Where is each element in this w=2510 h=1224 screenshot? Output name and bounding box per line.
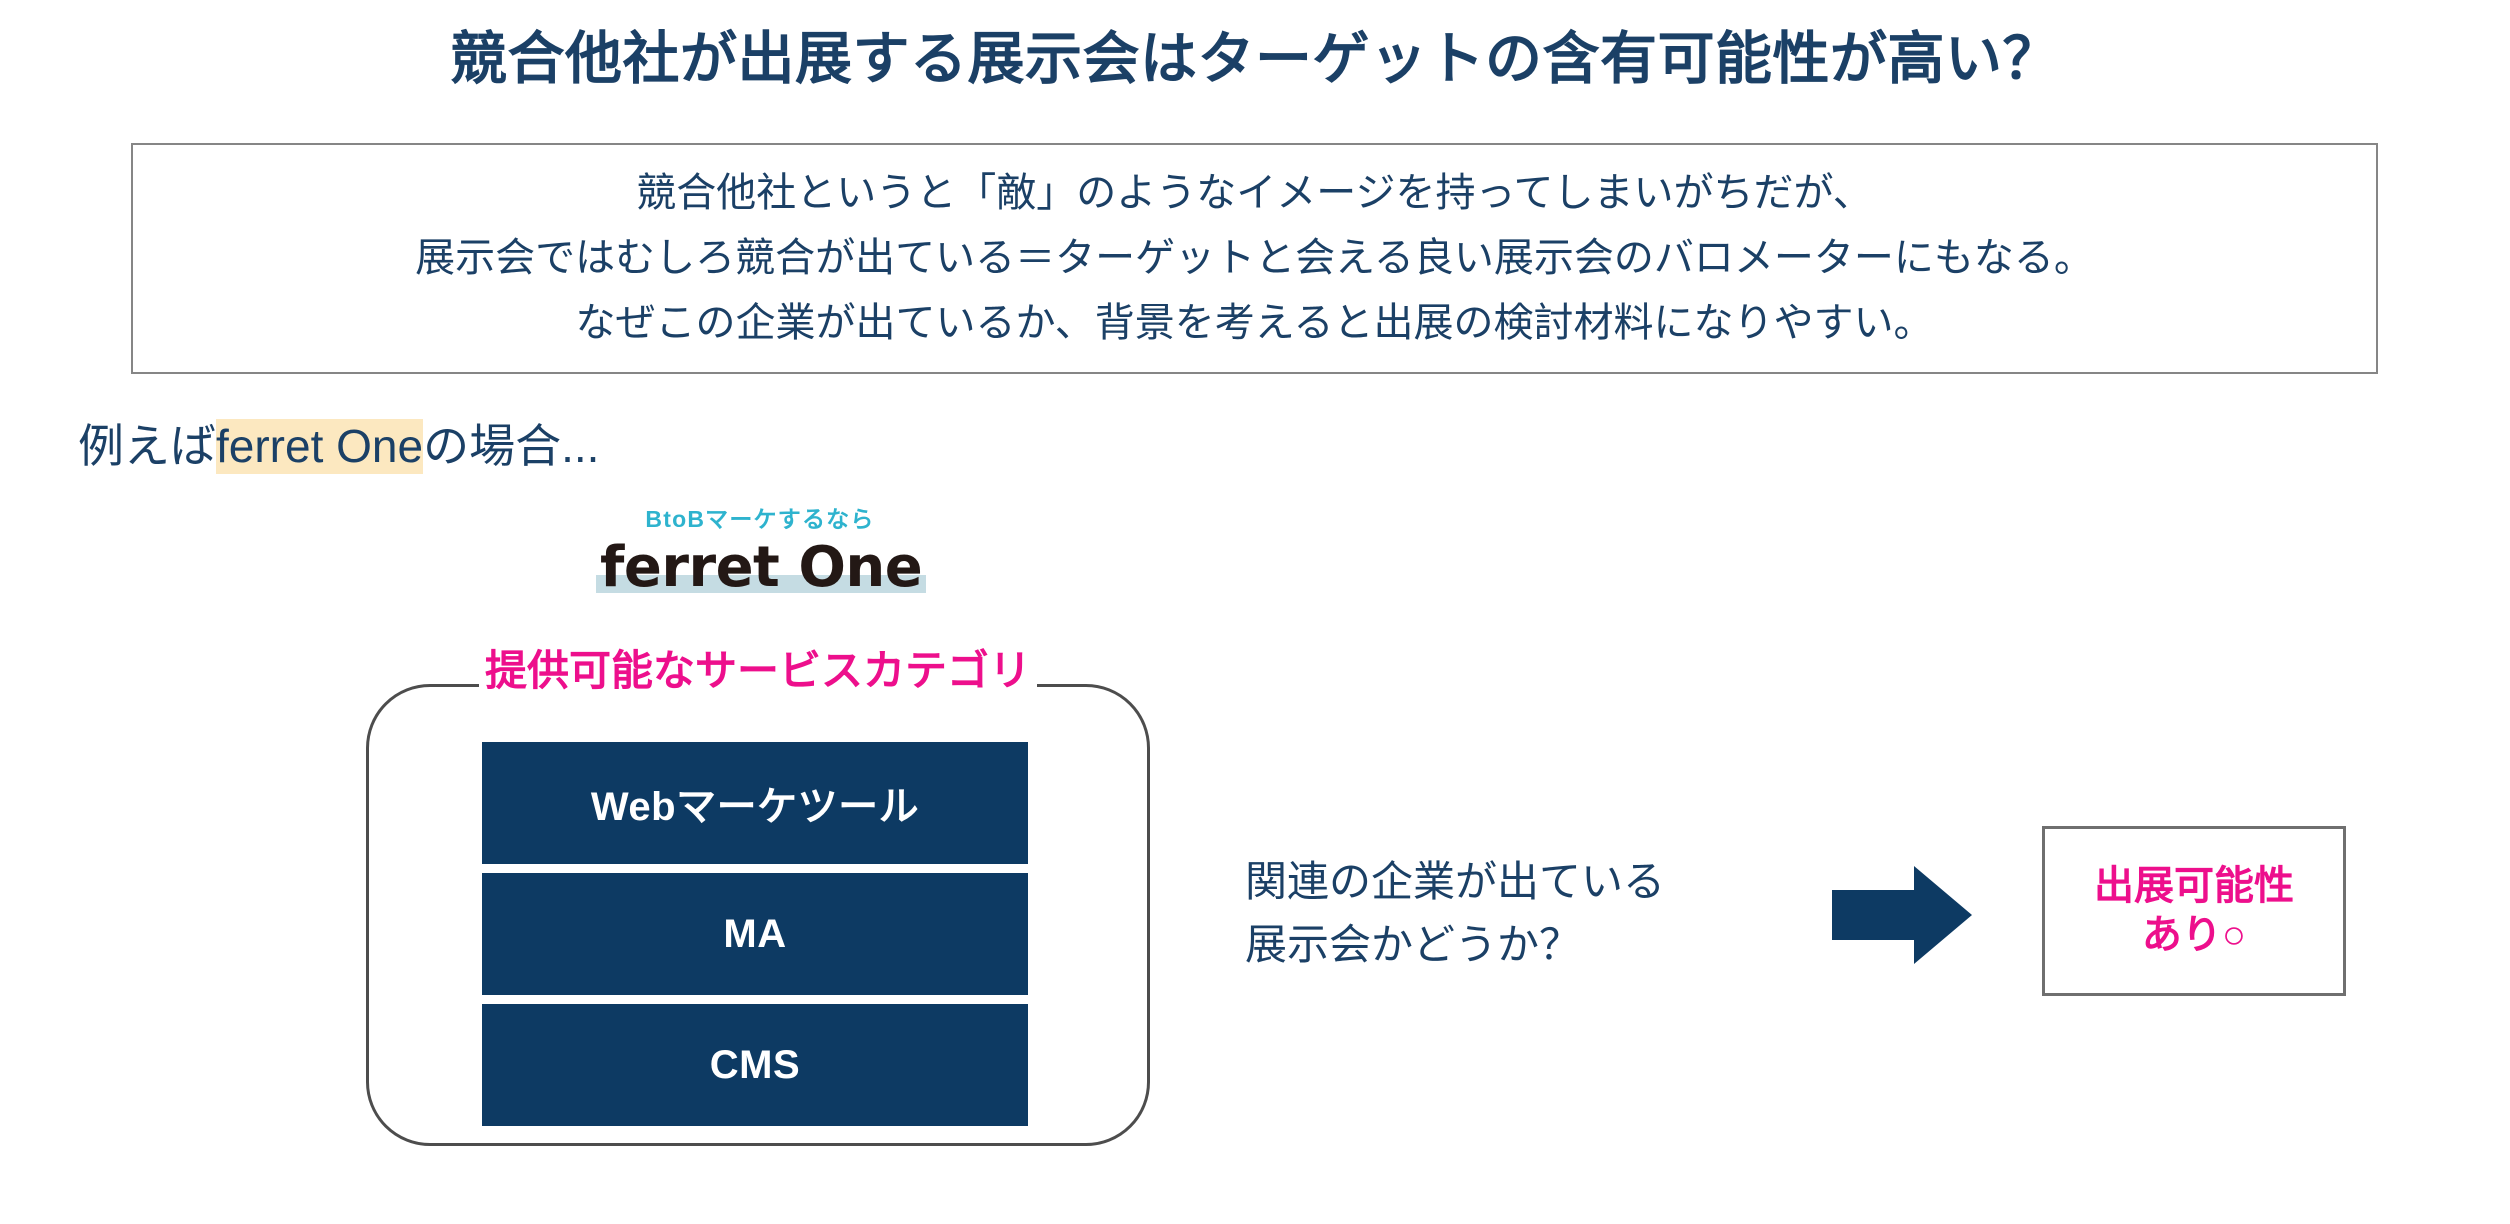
question-line-1: 関連の企業が出ている xyxy=(1245,858,1666,905)
page-title: 競合他社が出展する展示会はターゲットの含有可能性が高い？ xyxy=(450,27,2060,91)
logo-wordmark: ferret One xyxy=(600,535,923,600)
service-category-heading: 提供可能なサービスカテゴリ xyxy=(366,647,1150,694)
service-bar-ma: MA xyxy=(482,873,1028,995)
logo-underline-bar xyxy=(596,575,927,593)
lead-line-1: 競合他社というと「敵」のようなイメージを持ってしまいがちだが、 xyxy=(636,171,1873,216)
logo-tagline: BtoBマーケするなら xyxy=(645,506,875,532)
lead-line-2: 展示会ではむしろ競合が出ている＝ターゲットと会える良い展示会のバロメーターにもな… xyxy=(415,236,2094,281)
example-caption-suffix: の場合... xyxy=(423,420,600,472)
example-caption-prefix: 例えば xyxy=(78,420,216,472)
example-caption-highlight: ferret One xyxy=(216,419,424,474)
result-box: 出展可能性 あり○ xyxy=(2042,826,2346,996)
right-arrow-icon xyxy=(1832,866,1972,964)
result-line-1: 出展可能性 xyxy=(2094,864,2294,909)
service-bar-cms: CMS xyxy=(482,1004,1028,1126)
service-bar-web-marketing-tool: Webマーケツール xyxy=(482,742,1028,864)
example-caption: 例えばferret Oneの場合... xyxy=(78,418,599,476)
lead-description-box: 競合他社というと「敵」のようなイメージを持ってしまいがちだが、 展示会ではむしろ… xyxy=(131,143,2378,374)
ferret-one-logo: BtoBマーケするなら ferret One xyxy=(596,506,927,600)
service-category-heading-label: 提供可能なサービスカテゴリ xyxy=(478,647,1037,694)
logo-wordmark-wrap: ferret One xyxy=(596,535,927,600)
service-category-list: Webマーケツール MA CMS xyxy=(482,742,1028,1126)
question-line-2: 展示会かどうか？ xyxy=(1245,921,1582,968)
result-line-2: あり○ xyxy=(2141,913,2247,957)
lead-line-3: なぜこの企業が出ているか、背景を考えると出展の検討材料になりやすい。 xyxy=(575,300,1934,345)
question-text: 関連の企業が出ている 展示会かどうか？ xyxy=(1245,850,1665,976)
